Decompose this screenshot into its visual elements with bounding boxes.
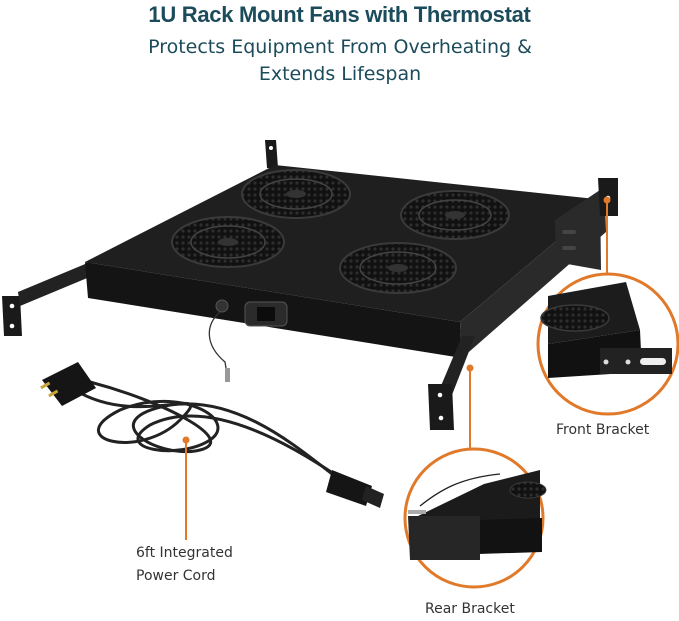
- power-cord: [40, 362, 384, 508]
- fan-grille-2: [400, 190, 510, 240]
- power-cord-label-line-2: Power Cord: [136, 568, 216, 584]
- page-subtitle: Protects Equipment From Overheating & Ex…: [90, 34, 590, 88]
- right-front-bracket: [555, 178, 618, 270]
- front-bracket-callout: [536, 272, 679, 416]
- fan-grille-4: [339, 242, 457, 294]
- power-inlet: [244, 301, 288, 327]
- subtitle-line-2: Extends Lifespan: [258, 63, 422, 85]
- fan-grille-3: [171, 216, 285, 268]
- left-bracket: [2, 262, 92, 336]
- power-cord-label-line-1: 6ft Integrated: [136, 545, 233, 561]
- subtitle-line-1: Protects Equipment From Overheating &: [148, 36, 532, 58]
- rear-bracket-label: Rear Bracket: [425, 601, 515, 617]
- rear-bracket-callout: [403, 447, 547, 589]
- thermostat-probe-wire: [208, 311, 229, 381]
- front-bracket-label: Front Bracket: [556, 422, 650, 438]
- right-rear-bracket: [428, 336, 475, 430]
- power-cord-label: 6ft Integrated Power Cord: [136, 542, 233, 588]
- page-title: 1U Rack Mount Fans with Thermostat: [148, 2, 531, 27]
- thermostat-knob: [215, 299, 229, 313]
- fan-grille-1: [241, 169, 351, 219]
- rear-bracket-posts: [265, 140, 278, 168]
